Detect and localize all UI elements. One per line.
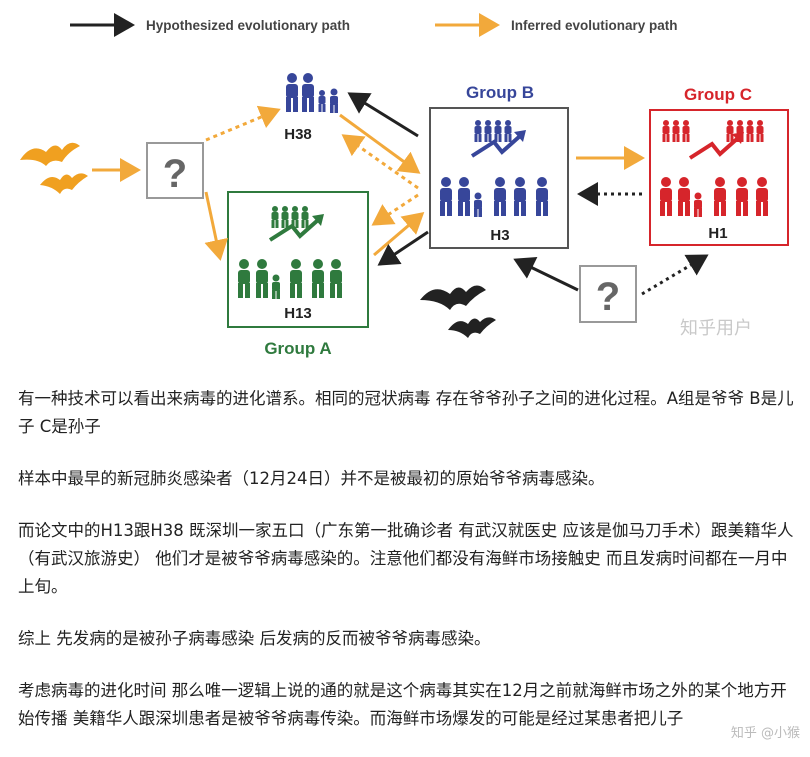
legend-inferred-label: Inferred evolutionary path — [511, 18, 678, 33]
h38-group: H38 — [284, 73, 338, 143]
zhihu-watermark: 知乎用户 — [680, 318, 752, 339]
unknown-ancestor-box-right: ? — [579, 265, 637, 323]
trend-arrow-icon — [470, 120, 526, 158]
group-b-label: H3 — [490, 227, 509, 244]
group-a: H13 Group A — [227, 191, 369, 358]
paragraph-3: 而论文中的H13跟H38 既深圳一家五口（广东第一批确诊者 有武汉就医史 应该是… — [18, 521, 794, 596]
group-c-title: Group C — [684, 85, 752, 104]
article-body: 有一种技术可以看出来病毒的进化谱系。相同的冠状病毒 存在爷爷孙子之间的进化过程。… — [18, 385, 803, 757]
inferred-arrows — [92, 105, 645, 261]
paragraph-4: 综上 先发病的是被孙子病毒感染 后发病的反而被爷爷病毒感染。 — [18, 629, 491, 648]
question-mark-icon: ? — [163, 152, 187, 196]
h38-label: H38 — [284, 126, 312, 143]
legend-hypothesized-label: Hypothesized evolutionary path — [146, 18, 350, 33]
trend-arrow-icon — [268, 206, 324, 242]
unknown-ancestor-box-left: ? — [146, 142, 204, 199]
bat-icon — [20, 142, 88, 194]
family-icon — [286, 73, 338, 113]
trend-arrow-icon — [662, 120, 764, 160]
evolution-diagram: Hypothesized evolutionary path Inferred … — [20, 13, 789, 358]
bat-icon — [420, 285, 496, 338]
group-b-title: Group B — [466, 83, 534, 102]
hypothesized-arrows — [347, 92, 709, 296]
paragraph-1: 有一种技术可以看出来病毒的进化谱系。相同的冠状病毒 存在爷爷孙子之间的进化过程。… — [18, 389, 794, 436]
legend: Hypothesized evolutionary path Inferred … — [70, 13, 678, 37]
group-b: Group B H3 — [429, 83, 569, 249]
question-mark-icon: ? — [596, 275, 620, 319]
group-c-label: H1 — [708, 225, 727, 242]
paragraph-5: 考虑病毒的进化时间 那么唯一逻辑上说的通的就是这个病毒其实在12月之前就海鲜市场… — [18, 681, 787, 728]
group-a-label: H13 — [284, 305, 312, 322]
footer-watermark: 知乎 @小猴 — [730, 726, 800, 741]
group-c: Group C H1 — [649, 85, 789, 246]
paragraph-2: 样本中最早的新冠肺炎感染者（12月24日）并不是被最初的原始爷爷病毒感染。 — [18, 469, 605, 488]
group-a-title: Group A — [264, 339, 331, 358]
